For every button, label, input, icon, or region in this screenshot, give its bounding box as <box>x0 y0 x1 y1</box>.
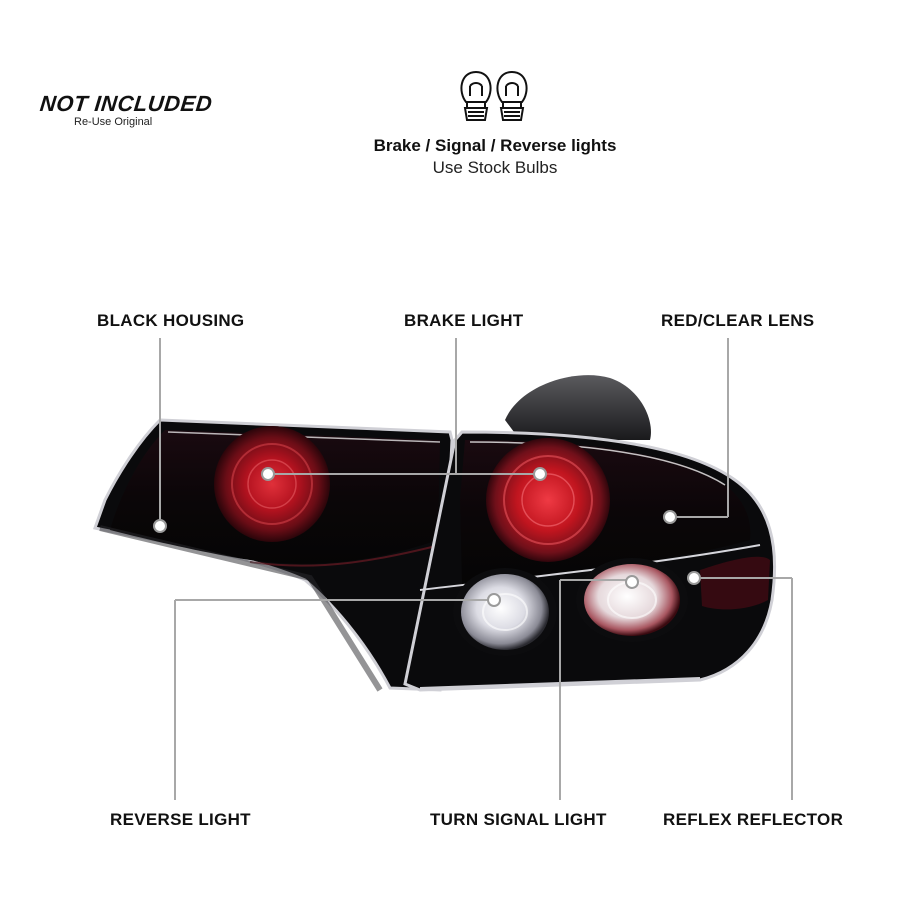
dot-black-housing <box>153 519 167 533</box>
dot-reflex-reflector <box>687 571 701 585</box>
dot-brake-outer <box>533 467 547 481</box>
callout-turn-signal-light: TURN SIGNAL LIGHT <box>430 810 607 829</box>
outer-lamp <box>403 430 777 692</box>
dot-red-clear-lens <box>663 510 677 524</box>
callout-black-housing: BLACK HOUSING <box>97 311 245 330</box>
housing-back-cap <box>505 375 651 440</box>
callout-reverse-light: REVERSE LIGHT <box>110 810 251 829</box>
callout-red-clear-lens: RED/CLEAR LENS <box>661 311 815 330</box>
bulb-subtitle: Use Stock Bulbs <box>432 158 558 177</box>
callout-lines <box>159 338 793 800</box>
callout-brake-light: BRAKE LIGHT <box>404 311 524 330</box>
inner-lamp <box>93 418 454 692</box>
dot-brake-inner <box>261 467 275 481</box>
dot-reverse-light <box>487 593 501 607</box>
bulb-pair-icon <box>460 70 528 121</box>
callout-reflex-reflector: REFLEX REFLECTOR <box>663 810 844 829</box>
bulb-title: Brake / Signal / Reverse lights <box>373 136 617 155</box>
reuse-original-note: Re-Use Original <box>74 116 153 128</box>
dot-turn-signal <box>625 575 639 589</box>
callout-dots <box>153 467 701 607</box>
